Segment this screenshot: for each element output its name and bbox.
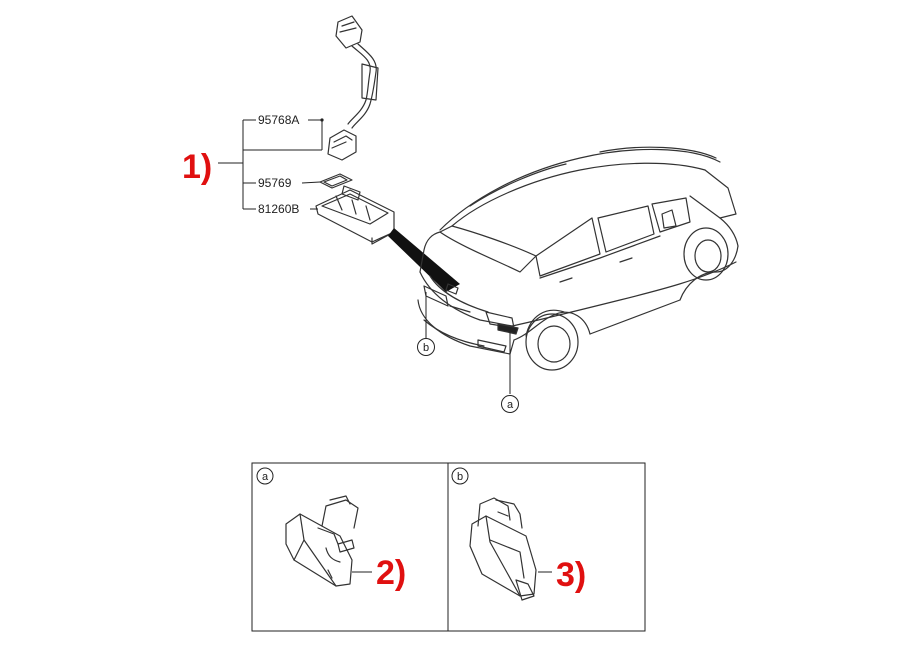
part-number-81260b: 81260B (258, 202, 299, 216)
suv-outline (417, 146, 739, 371)
marker-a-panel: a (256, 467, 274, 485)
marker-leaders (425, 292, 511, 394)
marker-b-panel: b (451, 467, 469, 485)
part-leaders (218, 119, 323, 210)
svg-text:b: b (423, 342, 429, 354)
part-number-95768a: 95768A (258, 113, 299, 127)
seal-gasket (319, 173, 353, 189)
callout-1: 1) (182, 148, 212, 186)
location-arrow (388, 228, 460, 292)
marker-a-top: a (501, 395, 519, 413)
svg-text:a: a (262, 471, 269, 483)
camera-harness (327, 15, 379, 161)
svg-text:b: b (457, 471, 463, 483)
callout-3: 3) (556, 556, 586, 594)
camera-housing (315, 185, 395, 245)
svg-text:a: a (507, 399, 514, 411)
detail-b-component (469, 497, 537, 601)
callout-2: 2) (376, 554, 406, 592)
detail-a-component (285, 495, 359, 587)
marker-b-top: b (417, 338, 435, 356)
part-number-95769: 95769 (258, 176, 292, 190)
